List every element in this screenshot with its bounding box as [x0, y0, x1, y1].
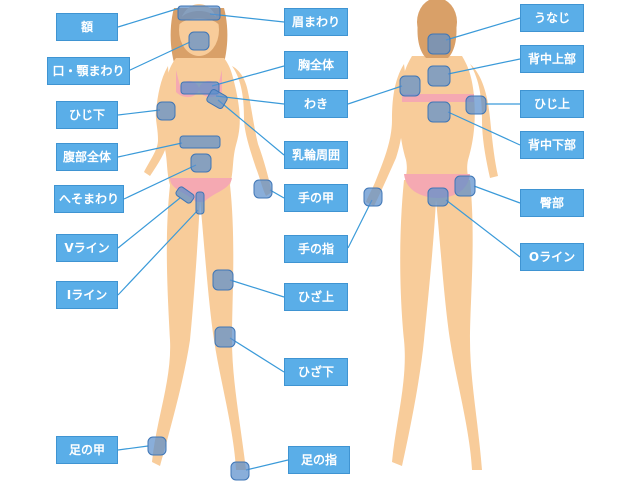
marker-o-line [427, 187, 449, 207]
line-upper-back [447, 58, 521, 75]
marker-abdomen [179, 135, 221, 149]
back-briefs [404, 174, 470, 198]
line-o-line [445, 199, 521, 258]
back-bra-strap [402, 94, 474, 102]
marker-eyebrows [177, 5, 221, 21]
marker-above-knee [212, 269, 234, 291]
marker-v-line [175, 186, 195, 204]
marker-hand-back [253, 179, 273, 199]
label-above-knee[interactable]: ひざ上 [284, 283, 348, 311]
marker-buttocks [454, 175, 476, 197]
line-buttocks [473, 185, 521, 204]
line-mouth-jaw [127, 41, 191, 72]
marker-i-line [195, 191, 205, 215]
line-navel [123, 164, 197, 200]
label-armpit[interactable]: わき [284, 90, 348, 118]
front-right-arm [232, 66, 272, 196]
marker-nape [427, 33, 451, 55]
line-nape [445, 17, 521, 41]
marker-underarm [156, 101, 176, 121]
label-instep[interactable]: 足の甲 [56, 436, 118, 464]
front-legs [152, 185, 246, 470]
label-areola[interactable]: 乳輪周囲 [284, 141, 348, 169]
marker-navel [190, 153, 212, 173]
label-chest[interactable]: 胸全体 [284, 51, 348, 79]
front-left-arm [144, 66, 170, 176]
label-toes[interactable]: 足の指 [288, 446, 350, 474]
label-around-navel[interactable]: へそまわり [54, 185, 124, 213]
marker-upper-back [427, 65, 451, 87]
connector-lines [117, 7, 521, 471]
label-below-knee[interactable]: ひざ下 [284, 358, 348, 386]
label-buttocks[interactable]: 臀部 [520, 189, 584, 217]
marker-below-knee [214, 326, 236, 348]
label-abdomen[interactable]: 腹部全体 [56, 143, 118, 171]
area-markers [147, 5, 487, 481]
marker-chest [180, 81, 220, 95]
line-lower-back [447, 111, 521, 146]
label-back-of-hand[interactable]: 手の甲 [284, 184, 348, 212]
back-right-arm [470, 64, 498, 178]
line-eyebrows [209, 13, 285, 23]
line-abdomen [117, 142, 183, 158]
marker-armpit-back [399, 75, 421, 97]
front-briefs [170, 178, 232, 202]
front-figure [144, 4, 272, 470]
label-around-eyebrows[interactable]: 眉まわり [284, 8, 348, 36]
back-legs [392, 180, 482, 470]
line-v-line [117, 197, 181, 249]
label-forehead[interactable]: 額 [56, 13, 118, 41]
marker-toes [230, 461, 250, 481]
line-i-line [117, 209, 199, 296]
line-toes [245, 459, 289, 471]
label-above-elbow[interactable]: ひじ上 [520, 90, 584, 118]
line-below-knee [229, 337, 285, 373]
marker-lower-back [427, 101, 451, 123]
label-lower-back[interactable]: 背中下部 [520, 131, 584, 159]
line-forehead [117, 7, 181, 28]
line-underarm [117, 109, 161, 116]
marker-areola [206, 89, 228, 109]
marker-above-elbow [465, 95, 487, 115]
label-nape[interactable]: うなじ [520, 4, 584, 32]
label-o-line[interactable]: Oライン [520, 243, 584, 271]
marker-fingers [363, 187, 383, 207]
line-armpit-back [347, 85, 403, 105]
marker-mouth-jaw [188, 31, 210, 51]
line-chest [211, 65, 285, 87]
line-areola [217, 99, 285, 156]
back-left-arm [366, 64, 408, 206]
line-fingers [347, 199, 373, 249]
marker-instep [147, 436, 167, 456]
label-v-line[interactable]: Vライン [56, 234, 118, 262]
label-upper-back[interactable]: 背中上部 [520, 45, 584, 73]
label-around-mouth-jaw[interactable]: 口・顎まわり [47, 57, 130, 85]
label-fingers[interactable]: 手の指 [284, 235, 348, 263]
label-underarm[interactable]: ひじ下 [56, 101, 118, 129]
line-instep [117, 445, 149, 451]
line-above-knee [229, 279, 285, 298]
label-i-line[interactable]: Iライン [56, 281, 118, 309]
